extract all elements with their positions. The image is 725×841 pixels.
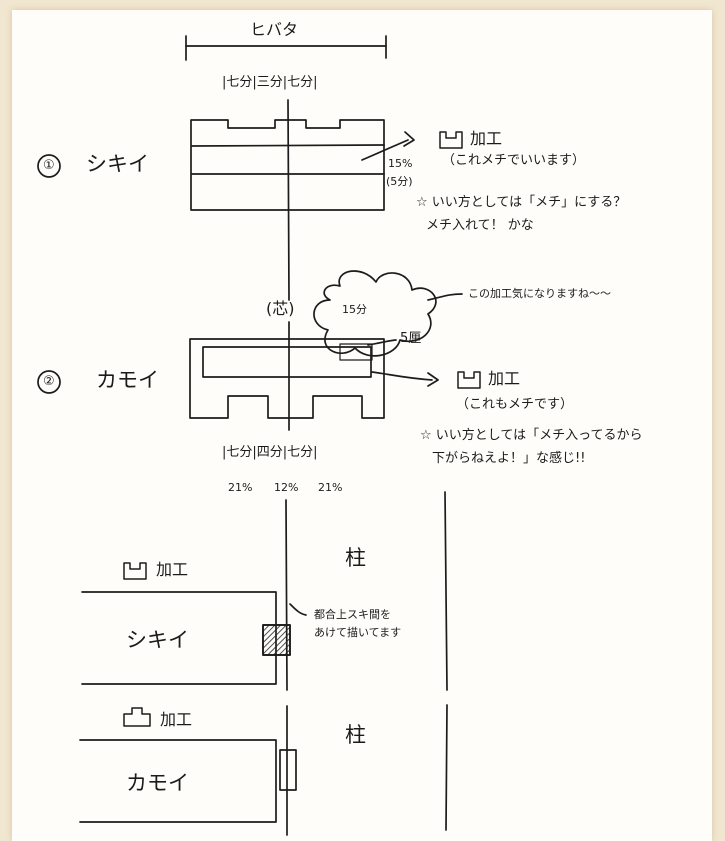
lintel-section	[189, 338, 385, 419]
pillar-label-upper: 柱	[345, 546, 366, 570]
lintel-process-note: （これもメチです）	[456, 397, 574, 412]
sketch-paper	[12, 10, 712, 841]
center-line	[287, 99, 290, 301]
lintel-dimension-label: |七分|四分|七分|	[222, 445, 318, 460]
sill-comment-line-2: メチ入れて！ かな	[426, 217, 534, 233]
notch-icon-section2	[123, 707, 151, 727]
lintel-comment-line-1: ☆ いい方としては「メチ入ってるから	[420, 428, 643, 443]
thought-cloud	[313, 270, 437, 357]
sill-name: シキイ	[86, 152, 149, 176]
lintel-tenon	[279, 749, 297, 791]
lintel-percent-mid: 12%	[274, 481, 299, 494]
width-label: ヒバタ	[250, 20, 299, 39]
cloud-text: 15分	[342, 303, 367, 316]
gap-label: 5厘	[400, 331, 422, 346]
pillar-label-lower: 柱	[345, 723, 366, 747]
lintel-percent-left: 21%	[228, 481, 253, 494]
circle-two-icon	[37, 370, 61, 394]
notch-icon-section1	[123, 562, 147, 580]
sill-process-note: （これメチでいいます）	[442, 153, 586, 168]
lintel-board	[79, 739, 277, 823]
sill-process-title: 加工	[470, 129, 503, 148]
sill-comment: ☆ いい方としては「メチ」にする？ メチ入れて！ かな	[416, 195, 626, 235]
sill-comment-line-1: ☆ いい方としては「メチ」にする？	[416, 195, 627, 210]
lintel-comment: ☆ いい方としては「メチ入ってるから 下がらねえよ！」な感じ!!	[420, 428, 643, 468]
sill-percent: 15%	[388, 157, 413, 170]
circle-one-label: ①	[43, 158, 55, 173]
circle-two-label: ②	[43, 374, 55, 389]
notch-icon-lintel	[457, 371, 481, 389]
sill-percent-sub: (5分)	[386, 175, 413, 188]
section-lintel-process-title: 加工	[160, 710, 193, 729]
core-label: (芯)	[266, 299, 295, 318]
section-sill-process-title: 加工	[156, 560, 189, 579]
sill-section	[190, 119, 385, 211]
sill-tenon	[262, 624, 291, 656]
cloud-callout: この加工気になりますね～～	[468, 287, 611, 300]
lintel-name: カモイ	[96, 368, 159, 392]
lintel-percent-right: 21%	[318, 481, 343, 494]
section-sill-name: シキイ	[126, 628, 189, 652]
pillar-line-upper	[285, 499, 288, 691]
section-sill-note-line-1: 都合上スキ間を	[314, 608, 391, 621]
section-lintel-name: カモイ	[126, 771, 189, 795]
lintel-comment-line-2: 下がらねえよ！」な感じ!!	[432, 450, 586, 466]
sill-dimension-label: |七分|三分|七分|	[222, 75, 318, 90]
lintel-process-title: 加工	[488, 369, 521, 388]
notch-icon-sill	[439, 131, 463, 149]
circle-one-icon	[37, 154, 61, 178]
section-sill-note: 都合上スキ間を あけて描いてます	[314, 608, 401, 641]
section-sill-note-line-2: あけて描いてます	[314, 626, 402, 640]
